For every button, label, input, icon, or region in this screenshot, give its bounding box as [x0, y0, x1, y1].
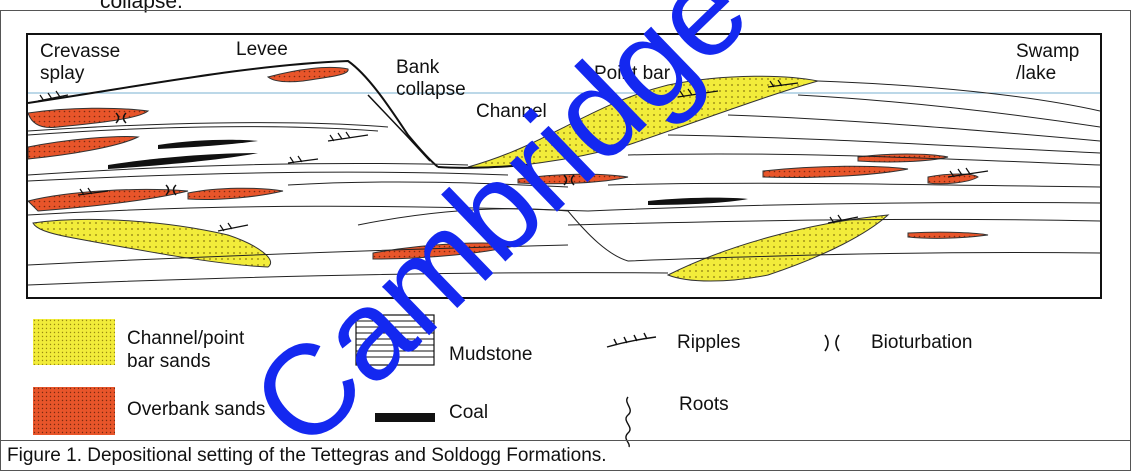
channel-sand-right — [668, 215, 888, 281]
legend-label-overbank-sand: Overbank sands — [127, 398, 265, 421]
bank-collapse-line — [368, 95, 430, 161]
legend-symbol-ripples — [607, 333, 656, 347]
legend-symbol-bioturbation — [825, 335, 839, 351]
legend-label-mudstone: Mudstone — [449, 343, 532, 366]
overbank-sand-2 — [28, 189, 188, 211]
legend-label-coal: Coal — [449, 401, 488, 424]
levee-sand — [268, 67, 348, 81]
label-bank-collapse: Bank collapse — [396, 57, 466, 101]
legend-swatch-overbank-sand — [33, 387, 115, 435]
overbank-sand-5 — [858, 154, 948, 162]
label-levee: Levee — [236, 39, 288, 61]
cross-section: Crevasse splay Levee Bank collapse Chann… — [26, 33, 1102, 299]
legend-label-channel-sand: Channel/point bar sands — [127, 327, 244, 373]
label-point-bar: Point bar — [594, 63, 670, 85]
overbank-sand-8 — [373, 243, 518, 259]
coal-bed-2 — [648, 198, 748, 205]
caption-frame: Figure 1. Depositional setting of the Te… — [0, 440, 1131, 471]
overbank-sand-9 — [908, 232, 988, 238]
figure-frame: Crevasse splay Levee Bank collapse Chann… — [0, 10, 1131, 441]
legend-swatch-channel-sand — [33, 319, 115, 365]
label-channel: Channel — [476, 101, 547, 123]
legend-symbols — [1, 299, 1132, 449]
legend-label-ripples: Ripples — [677, 331, 740, 354]
label-crevasse-splay: Crevasse splay — [40, 41, 120, 85]
cross-section-drawing — [28, 35, 1100, 297]
coal-bed-3 — [158, 140, 258, 149]
legend-label-bioturbation: Bioturbation — [871, 331, 972, 354]
legend-swatch-coal — [375, 413, 435, 422]
label-swamp-lake: Swamp /lake — [1016, 41, 1079, 85]
channel-sand-left — [33, 219, 271, 267]
legend-swatch-mudstone — [356, 315, 434, 365]
overbank-sand-1 — [28, 136, 138, 159]
overbank-sand-3 — [188, 188, 283, 199]
figure-caption: Figure 1. Depositional setting of the Te… — [7, 444, 607, 468]
overbank-sand-4 — [763, 166, 908, 177]
crevasse-sand-1 — [28, 108, 148, 127]
legend-label-roots: Roots — [679, 393, 729, 416]
